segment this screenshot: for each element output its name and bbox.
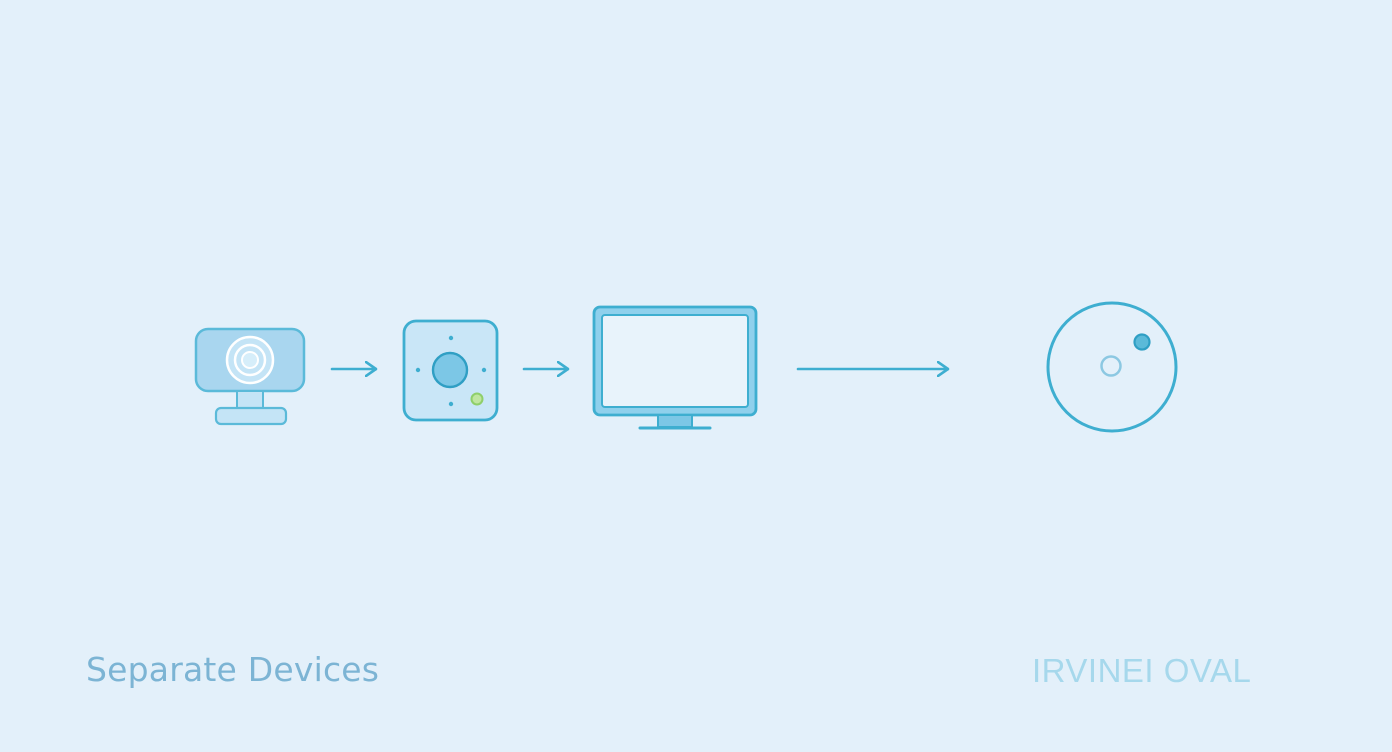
- webcam-icon: [194, 327, 306, 426]
- diagram-caption: Separate Devices: [86, 650, 380, 689]
- round-sensor-icon: [1046, 301, 1178, 433]
- status-led-icon: [470, 392, 484, 406]
- monitor-icon: [592, 305, 758, 430]
- smart-hub-icon: [402, 319, 499, 422]
- brand-logo: IRVINEI OVAL: [1032, 652, 1252, 689]
